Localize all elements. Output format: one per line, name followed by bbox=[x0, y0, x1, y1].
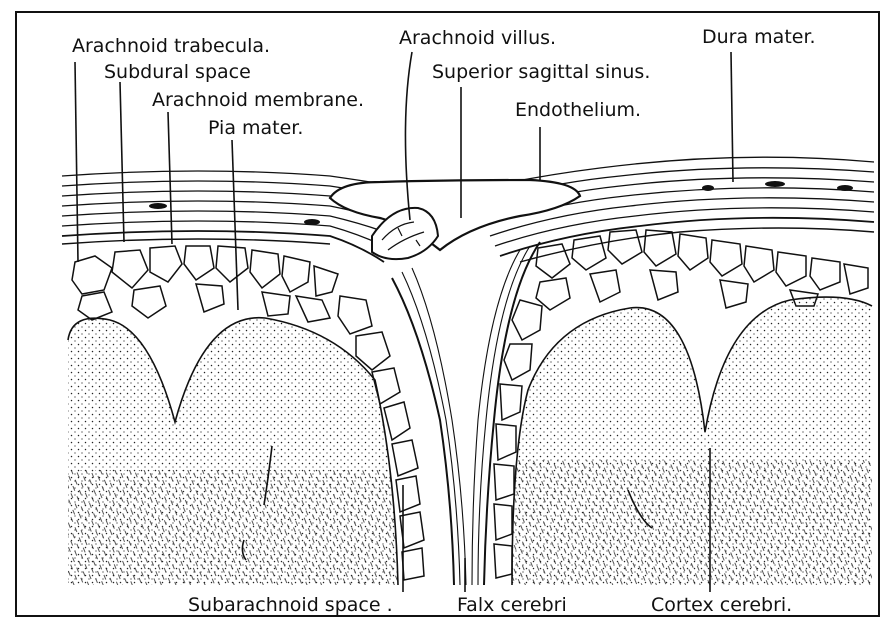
label-superior-sagittal-sinus: Superior sagittal sinus. bbox=[432, 61, 650, 83]
label-subarachnoid-space: Subarachnoid space . bbox=[188, 594, 393, 616]
label-arachnoid-membrane: Arachnoid membrane. bbox=[152, 89, 364, 111]
label-dura-mater: Dura mater. bbox=[702, 26, 816, 48]
label-cortex-cerebri: Cortex cerebri. bbox=[651, 594, 792, 616]
right-cortex-cerebri bbox=[512, 297, 874, 585]
left-cortex-cerebri bbox=[68, 318, 403, 585]
label-arachnoid-villus: Arachnoid villus. bbox=[399, 27, 556, 49]
label-pia-mater: Pia mater. bbox=[208, 117, 303, 139]
label-arachnoid-trabecula: Arachnoid trabecula. bbox=[72, 35, 270, 57]
superior-sagittal-sinus bbox=[330, 180, 580, 250]
label-endothelium: Endothelium. bbox=[515, 99, 641, 121]
label-subdural-space: Subdural space bbox=[104, 61, 251, 83]
label-falx-cerebri: Falx cerebri bbox=[457, 594, 567, 616]
